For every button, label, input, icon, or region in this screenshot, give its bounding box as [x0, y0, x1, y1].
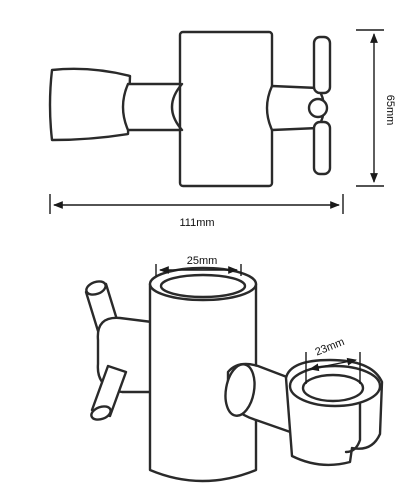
- isometric-view-drawing: [84, 266, 384, 483]
- inner-diameter-label: 23mm: [313, 336, 346, 359]
- knob-center-cap: [307, 97, 329, 119]
- iso-tube-top-opening: [148, 266, 258, 302]
- left-clamp-block: [48, 67, 132, 142]
- height-dimension: 65mm: [356, 29, 396, 187]
- iso-main-tube: [148, 282, 258, 483]
- central-tube-body: [178, 30, 274, 188]
- top-view-drawing: [48, 30, 332, 188]
- neck-seam-left: [170, 82, 184, 132]
- outer-diameter-dimension: 25mm: [155, 255, 242, 276]
- lower-knob-handle: [312, 120, 332, 176]
- upper-knob-handle: [312, 35, 332, 95]
- height-label: 65mm: [384, 95, 396, 126]
- holder-slot-edge: [344, 402, 362, 454]
- left-connector-neck: [121, 82, 184, 132]
- width-dimension: 111mm: [49, 194, 344, 229]
- width-label: 111mm: [179, 217, 214, 229]
- outer-diameter-label: 25mm: [187, 255, 218, 267]
